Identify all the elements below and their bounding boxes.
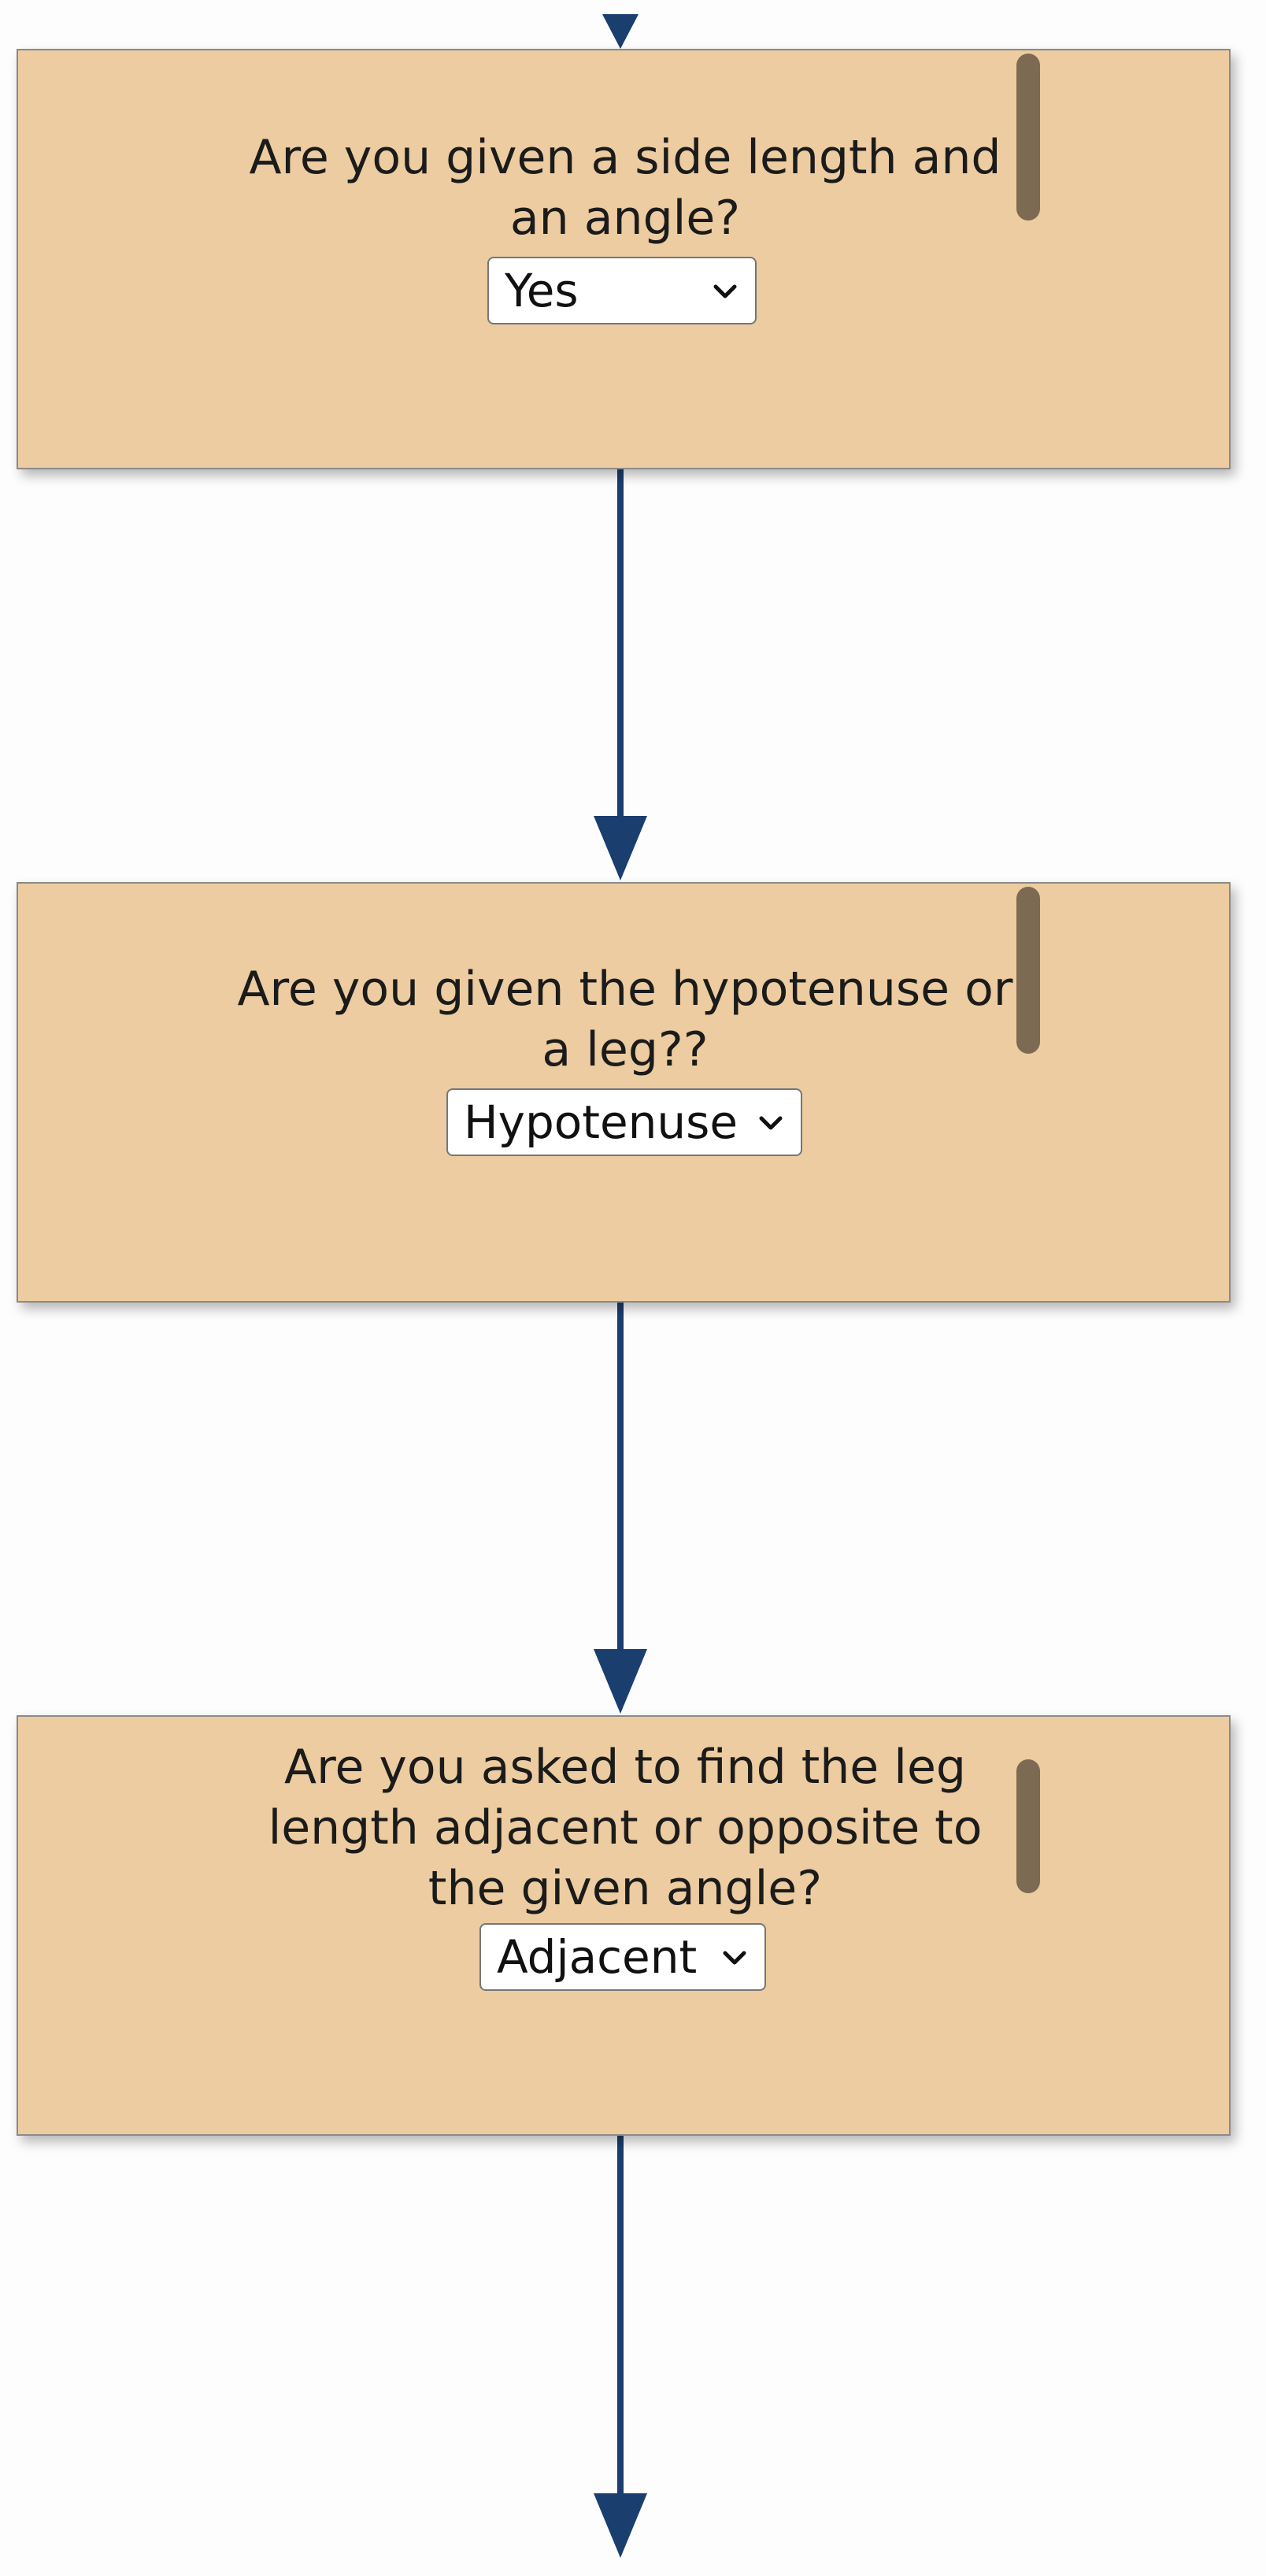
- decision-node-2: Are you given the hypotenuse or a leg?? …: [17, 882, 1231, 1303]
- chevron-down-icon: [713, 284, 737, 298]
- scroll-handle[interactable]: [1016, 1759, 1040, 1893]
- arrow-head-2-3: [594, 1649, 647, 1714]
- chevron-down-icon: [759, 1116, 783, 1130]
- answer-select[interactable]: Hypotenuse: [446, 1088, 802, 1156]
- scroll-handle[interactable]: [1016, 54, 1040, 221]
- arrow-head-1-2: [594, 816, 647, 880]
- decision-node-3: Are you asked to find the leg length adj…: [17, 1715, 1231, 2136]
- answer-select-value: Yes: [505, 264, 579, 317]
- scroll-handle[interactable]: [1016, 887, 1040, 1054]
- arrow-head-top: [602, 14, 639, 49]
- answer-select[interactable]: Adjacent: [479, 1923, 766, 1991]
- answer-select-value: Adjacent: [497, 1930, 698, 1984]
- node-question: Are you given the hypotenuse or a leg??: [237, 962, 1013, 1077]
- decision-node-1: Are you given a side length and an angle…: [17, 49, 1231, 469]
- node-question: Are you asked to find the leg length adj…: [268, 1740, 983, 1916]
- arrow-head-out: [594, 2493, 647, 2558]
- answer-select-value: Hypotenuse: [464, 1095, 738, 1149]
- node-question: Are you given a side length and an angle…: [249, 130, 1001, 246]
- chevron-down-icon: [723, 1951, 746, 1965]
- answer-select[interactable]: Yes: [487, 257, 757, 324]
